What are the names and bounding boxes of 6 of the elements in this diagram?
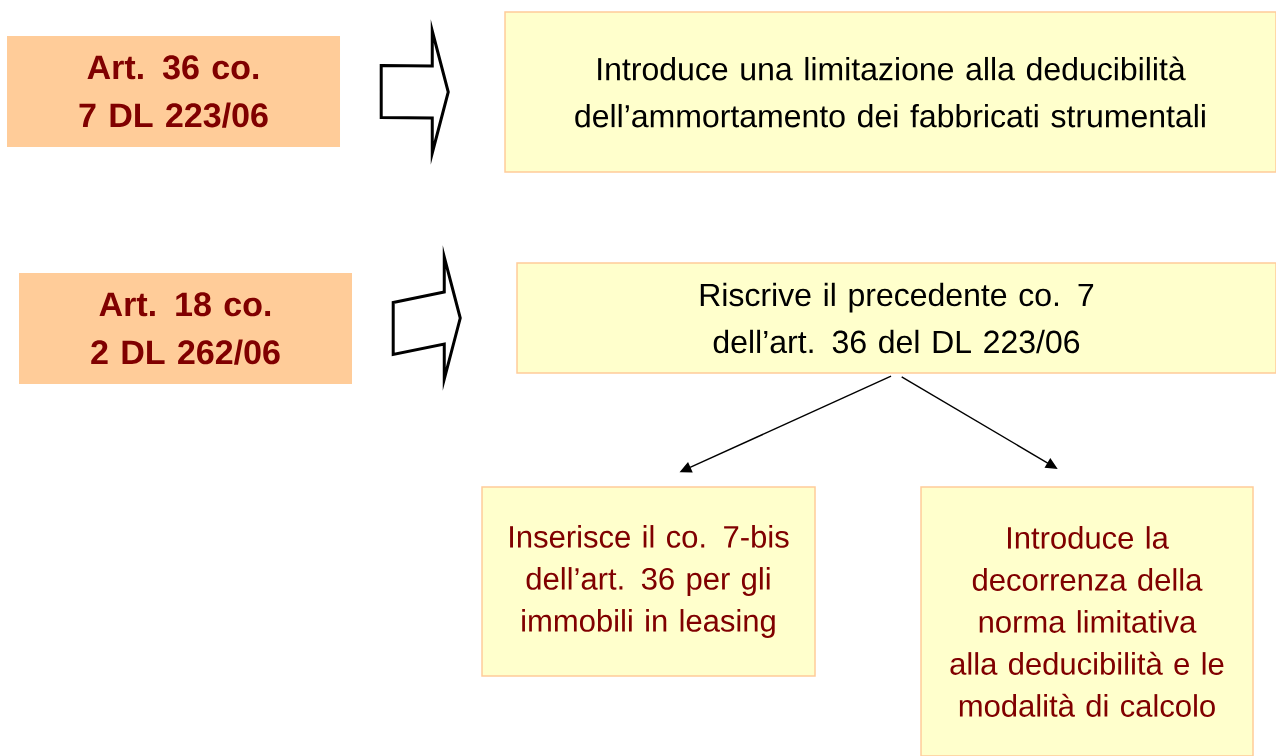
description-box: Riscrive il precedente co. 7 dell’art. 36 del DL 223/06 xyxy=(516,262,1276,374)
description-box: Introduce una limitazione alla deducibilità dell’ammortamento dei fabbricati strumentali xyxy=(504,11,1276,173)
law-box: Art. 36 co. 7 DL 223/06 xyxy=(7,36,340,147)
description-box: Inserisce il co. 7-bis dell’art. 36 per gli immobili in leasing xyxy=(481,486,816,677)
description-box: Introduce la decorrenza della norma limitativa alla deducibilità e le modalità di calcolo xyxy=(920,486,1254,756)
law-box: Art. 18 co. 2 DL 262/06 xyxy=(19,273,352,384)
